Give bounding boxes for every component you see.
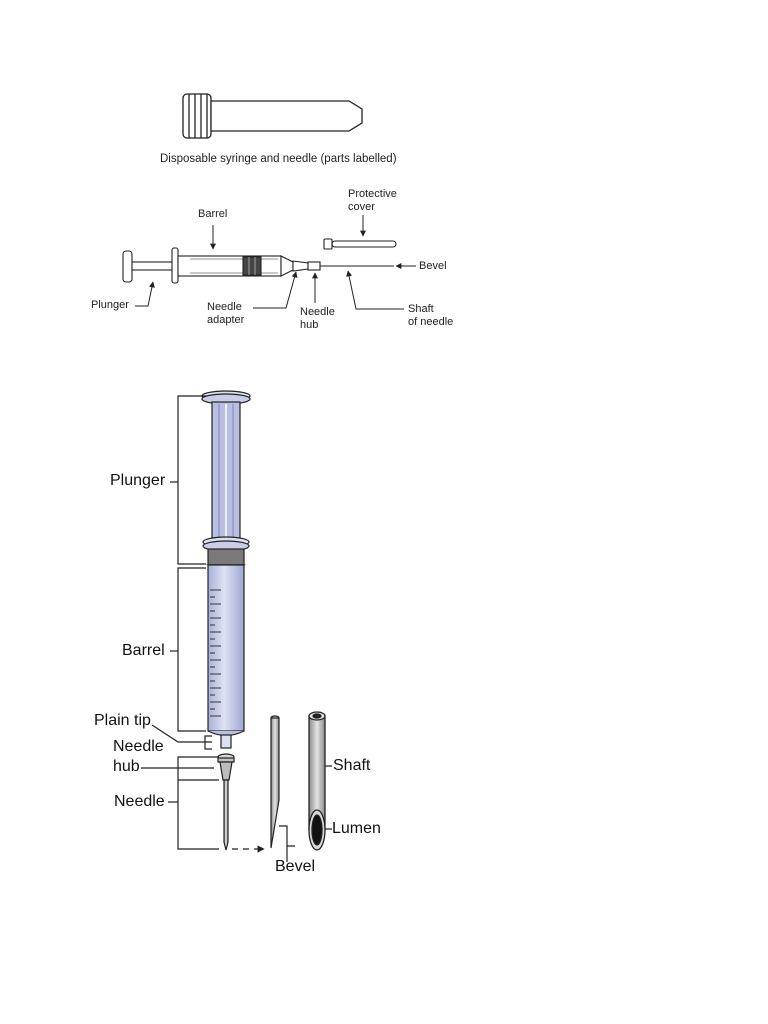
label-bevel-top: Bevel xyxy=(419,260,447,272)
label-bevel: Bevel xyxy=(275,858,316,875)
label-shaft-top-1: Shaft xyxy=(408,303,434,315)
label-plunger-top: Plunger xyxy=(91,299,129,311)
label-shaft-top-2: of needle xyxy=(408,316,454,328)
bottom-leader-lines xyxy=(141,395,332,862)
label-protective-cover-2: cover xyxy=(348,201,375,213)
label-needle-hub-1: Needle xyxy=(113,738,164,755)
label-needle-hub-top-2: hub xyxy=(300,319,319,331)
label-needle-hub-top-1: Needle xyxy=(300,306,335,318)
top-leader-lines xyxy=(135,215,416,310)
shaft-closeup xyxy=(308,711,326,851)
label-needle-hub-2: hub xyxy=(113,758,140,775)
label-needle-adapter-1: Needle xyxy=(207,301,242,313)
label-plunger: Plunger xyxy=(110,472,166,489)
label-shaft: Shaft xyxy=(333,757,371,774)
label-lumen: Lumen xyxy=(332,820,381,837)
bevel-closeup xyxy=(270,715,280,849)
label-protective-cover-1: Protective xyxy=(348,188,397,200)
label-needle: Needle xyxy=(114,793,165,810)
label-barrel-top: Barrel xyxy=(198,208,228,220)
label-plain-tip: Plain tip xyxy=(94,712,151,729)
top-figure-caption: Disposable syringe and needle (parts lab… xyxy=(160,153,397,165)
labelled-syringe xyxy=(122,238,397,284)
capped-syringe xyxy=(182,93,363,139)
large-syringe xyxy=(201,390,251,851)
label-needle-adapter-2: adapter xyxy=(207,314,245,326)
label-barrel: Barrel xyxy=(122,642,165,659)
